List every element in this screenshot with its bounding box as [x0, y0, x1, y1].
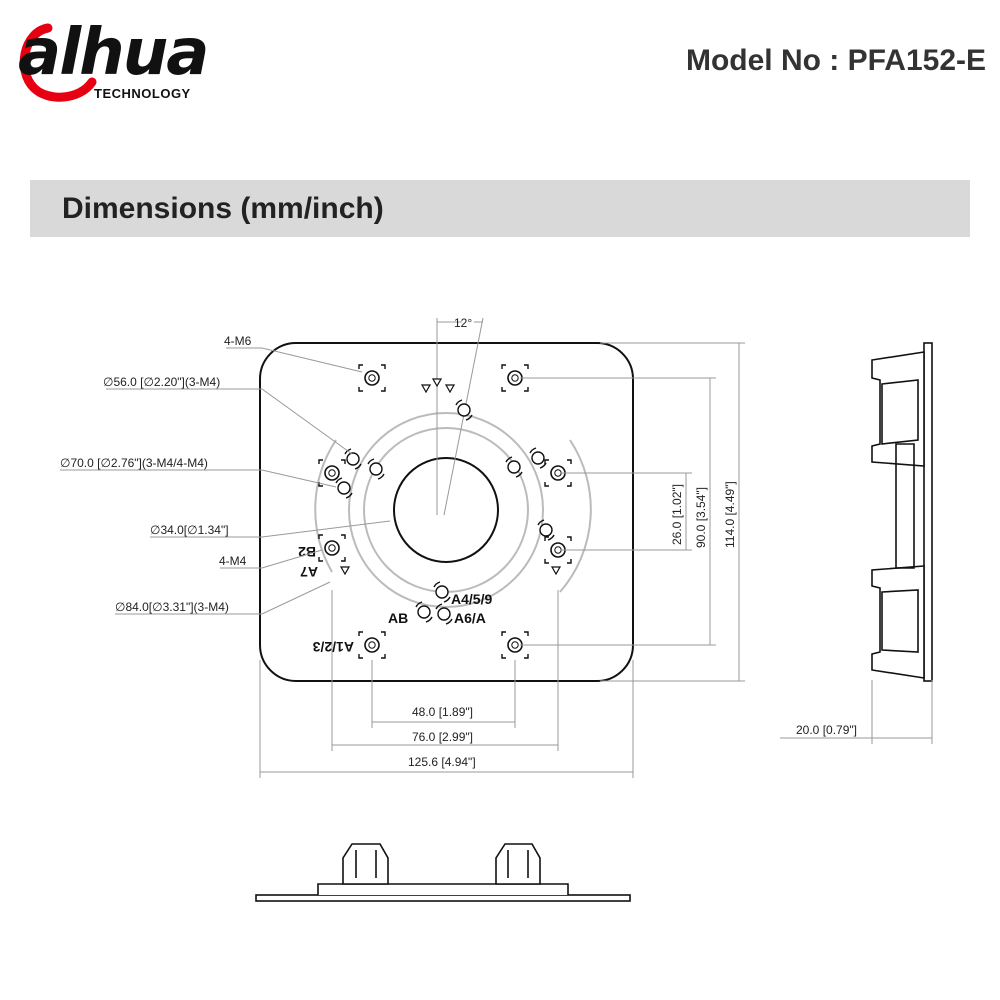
dim-76: 76.0 [2.99"] — [412, 730, 473, 744]
brand-logo: alhua TECHNOLOGY — [18, 16, 298, 106]
callout-d34: ∅34.0[∅1.34"] — [150, 523, 229, 537]
callout-d84: ∅84.0[∅3.31"](3-M4) — [115, 600, 229, 614]
label-a4: A4/5/9 — [451, 591, 492, 607]
section-header: Dimensions (mm/inch) — [30, 180, 970, 237]
dim-26: 26.0 [1.02"] — [670, 484, 684, 545]
callout-m4: 4-M4 — [219, 554, 247, 568]
center-bore — [393, 457, 499, 563]
dim-48: 48.0 [1.89"] — [412, 705, 473, 719]
dim-90: 90.0 [3.54"] — [694, 487, 708, 548]
label-a6: A6/A — [454, 610, 486, 626]
model-number: Model No : PFA152-E — [685, 44, 986, 77]
label-ab: AB — [388, 610, 408, 626]
dim-125: 125.6 [4.94"] — [408, 755, 476, 769]
callout-d70: ∅70.0 [∅2.76"](3-M4/4-M4) — [60, 456, 208, 470]
label-a1: A1/2/3 — [313, 639, 354, 655]
label-b2: B2 — [298, 544, 316, 560]
callout-m6: 4-M6 — [224, 334, 252, 348]
arc-d84 — [559, 439, 592, 593]
section-title: Dimensions (mm/inch) — [62, 192, 384, 225]
circle-d70 — [348, 412, 544, 608]
side-view — [871, 342, 933, 682]
horizontal-dimension-lines — [259, 590, 634, 778]
brand-wordmark: alhua — [18, 16, 209, 90]
side-dimension-lines — [780, 680, 933, 744]
dim-thickness: 20.0 [0.79"] — [796, 723, 857, 737]
label-a7: A7 — [300, 564, 318, 580]
vertical-dimension-lines — [520, 342, 745, 682]
front-view: 12° B2 A7 A4/5/9 AB A6/A A1/2/3 — [60, 316, 745, 778]
callout-leaders — [60, 347, 391, 615]
brand-subtitle: TECHNOLOGY — [94, 86, 191, 101]
bottom-view — [255, 843, 631, 902]
logo-swoosh-icon — [19, 23, 97, 102]
angle-label: 12° — [454, 316, 472, 330]
dim-114: 114.0 [4.49"] — [723, 481, 737, 548]
arc-d84-left — [314, 439, 337, 573]
callout-d56: ∅56.0 [∅2.20"](3-M4) — [103, 375, 220, 389]
